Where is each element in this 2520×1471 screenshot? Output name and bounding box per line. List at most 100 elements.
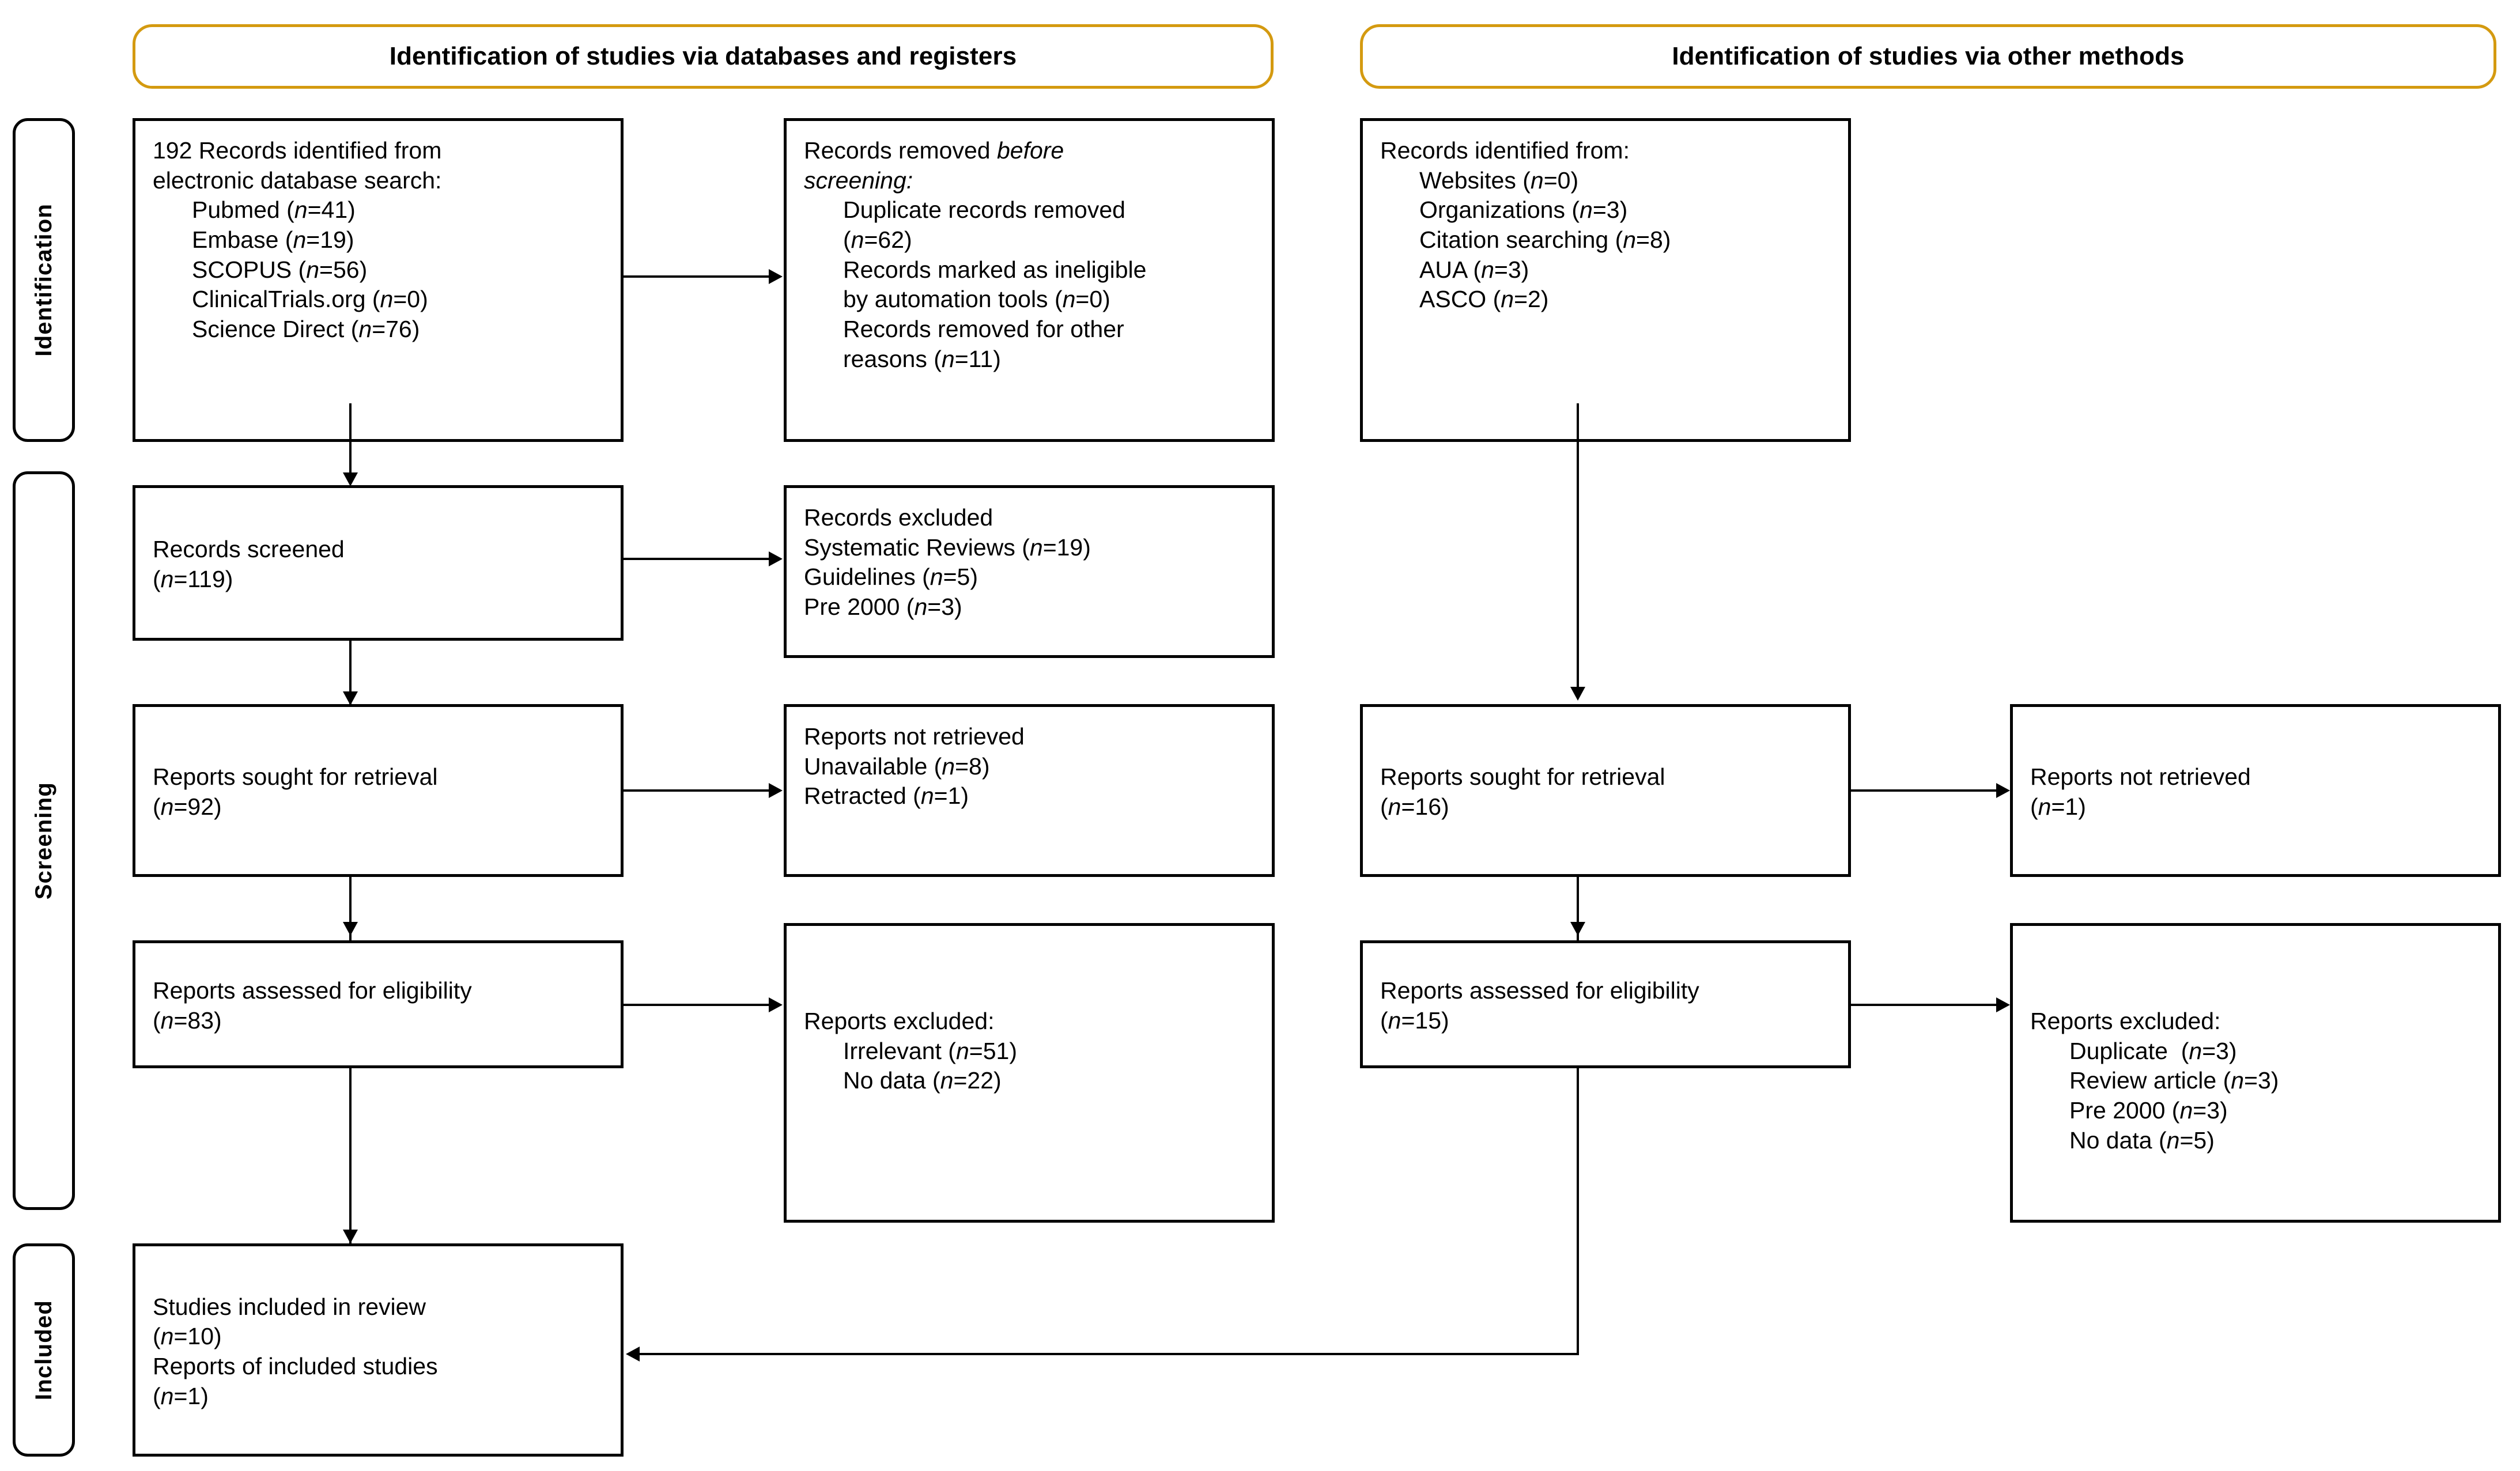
box-line: Reports not retrieved — [2030, 763, 2251, 791]
box-line: (n=15) — [1380, 1007, 1449, 1034]
box-records-identified-other-methods: Records identified from:Websites (n=0)Or… — [1360, 118, 1851, 442]
box-line: reasons (n=11) — [843, 345, 1001, 372]
box-line: SCOPUS (n=56) — [192, 256, 368, 283]
box-line: Pre 2000 (n=3) — [804, 593, 962, 620]
box-reports-sought-other: Reports sought for retrieval(n=16) — [1360, 704, 1851, 877]
box-line: Reports not retrieved — [804, 723, 1025, 750]
connector-other-identified-to-sought — [1577, 403, 1579, 698]
box-line: Pubmed (n=41) — [192, 196, 356, 224]
connector-sought-to-not-retrieved-db — [624, 789, 769, 792]
box-line: Embase (n=19) — [192, 226, 354, 253]
box-line: Reports assessed for eligibility — [153, 977, 472, 1004]
box-line: screening: — [804, 167, 913, 194]
box-reports-excluded-databases: Reports excluded: Irrelevant (n=51) No dat… — [784, 923, 1275, 1223]
arrowhead-screened-to-sought — [343, 691, 358, 705]
box-line: ClinicalTrials.org (n=0) — [192, 286, 428, 313]
arrowhead-identified-to-screened — [343, 472, 358, 486]
box-line: Records screened — [153, 536, 345, 563]
box-line: Reports of included studies — [153, 1353, 438, 1379]
arrowhead-assessed-to-excluded-db — [769, 997, 783, 1012]
box-line: Records marked as ineligible — [843, 256, 1147, 283]
stage-pill-identification: Identification — [13, 118, 75, 442]
banner-label: Identification of studies via other meth… — [1672, 42, 2185, 70]
connector-sought-to-assessed-other — [1577, 877, 1579, 940]
box-line: Organizations (n=3) — [1419, 196, 1628, 224]
box-records-removed-before-screening: Records removed before screening:Duplicat… — [784, 118, 1275, 442]
connector-assessed-other-horizontal — [640, 1353, 1579, 1355]
box-line: Records excluded — [804, 504, 993, 531]
box-line: (n=119) — [153, 566, 233, 592]
box-line: Records removed before — [804, 137, 1064, 164]
box-line: Reports sought for retrieval — [1380, 763, 1665, 791]
box-line: Reports assessed for eligibility — [1380, 977, 1699, 1004]
box-records-screened: Records screened (n=119) — [133, 485, 624, 641]
box-line: Unavailable (n=8) — [804, 752, 990, 780]
box-reports-excluded-other: Reports excluded: Duplicate (n=3) Review a… — [2010, 923, 2501, 1223]
arrowhead-screened-to-excluded — [769, 551, 783, 566]
banner-label: Identification of studies via databases … — [389, 42, 1017, 70]
stage-pill-screening: Screening — [13, 471, 75, 1210]
box-line: (n=1) — [2030, 793, 2086, 820]
connector-assessed-to-included-db — [349, 1068, 352, 1247]
arrowhead-identified-to-removed — [769, 269, 783, 284]
box-line: (n=62) — [843, 226, 912, 253]
box-line: Reports excluded: — [804, 1008, 995, 1034]
connector-screened-to-sought — [349, 641, 352, 704]
connector-assessed-to-excluded-db — [624, 1004, 769, 1006]
stage-label: Screening — [31, 781, 56, 900]
arrowhead-sought-to-not-retrieved-other — [1996, 783, 2010, 798]
box-line: AUA (n=3) — [1419, 256, 1529, 283]
arrowhead-assessed-to-included-db — [343, 1230, 358, 1243]
box-line: (n=1) — [153, 1382, 209, 1409]
box-line: Records identified from: — [1380, 137, 1630, 164]
box-line: by automation tools (n=0) — [843, 286, 1110, 313]
arrowhead-other-identified-to-sought — [1570, 687, 1585, 701]
box-line: Reports sought for retrieval — [153, 763, 438, 791]
box-studies-included: Studies included in review (n=10) Reports … — [133, 1243, 624, 1457]
box-line: electronic database search: — [153, 167, 442, 194]
connector-assessed-to-excluded-other — [1851, 1004, 1996, 1006]
stage-label: Included — [31, 1299, 56, 1401]
box-line: Pre 2000 (n=3) — [2069, 1096, 2228, 1124]
box-line: Retracted (n=1) — [804, 782, 969, 810]
box-line: No data (n=5) — [2069, 1126, 2215, 1154]
stage-label: Identification — [31, 203, 56, 357]
box-line: ASCO (n=2) — [1419, 286, 1549, 313]
box-line: Duplicate (n=3) — [2069, 1037, 2237, 1064]
connector-assessed-other-vertical — [1577, 1068, 1579, 1355]
box-line: Review article (n=3) — [2069, 1067, 2279, 1094]
box-line: (n=92) — [153, 793, 222, 820]
arrowhead-assessed-to-excluded-other — [1996, 997, 2010, 1012]
arrowhead-sought-to-assessed-db — [343, 922, 358, 936]
connector-screened-to-excluded — [624, 558, 769, 560]
box-line: Studies included in review — [153, 1293, 426, 1320]
box-reports-assessed-other: Reports assessed for eligibility (n=15) — [1360, 940, 1851, 1068]
box-reports-assessed-databases: Reports assessed for eligibility (n=83) — [133, 940, 624, 1068]
arrowhead-assessed-other-to-included — [626, 1347, 640, 1362]
box-line: Reports excluded: — [2030, 1008, 2221, 1034]
box-line: Duplicate records removed — [843, 196, 1125, 224]
arrowhead-sought-to-assessed-other — [1570, 922, 1585, 936]
box-records-identified-databases: 192 Records identified from electronic da… — [133, 118, 624, 442]
box-line: Citation searching (n=8) — [1419, 226, 1671, 253]
connector-sought-to-assessed-db — [349, 877, 352, 940]
arrowhead-sought-to-not-retrieved-db — [769, 783, 783, 798]
box-reports-not-retrieved-other: Reports not retrieved(n=1) — [2010, 704, 2501, 877]
banner-databases-and-registers: Identification of studies via databases … — [133, 24, 1274, 89]
box-line: Records removed for other — [843, 315, 1124, 342]
box-line: No data (n=22) — [843, 1067, 1002, 1094]
box-line: Irrelevant (n=51) — [843, 1037, 1017, 1064]
stage-pill-included: Included — [13, 1243, 75, 1457]
box-line: (n=10) — [153, 1323, 222, 1350]
banner-other-methods: Identification of studies via other meth… — [1360, 24, 2496, 89]
box-line: (n=16) — [1380, 793, 1449, 820]
box-line: Science Direct (n=76) — [192, 315, 420, 342]
connector-identified-to-removed — [624, 275, 769, 278]
box-line: (n=83) — [153, 1007, 222, 1034]
connector-sought-to-not-retrieved-other — [1851, 789, 1996, 792]
connector-identified-to-screened — [349, 403, 352, 484]
box-line: 192 Records identified from — [153, 137, 442, 164]
